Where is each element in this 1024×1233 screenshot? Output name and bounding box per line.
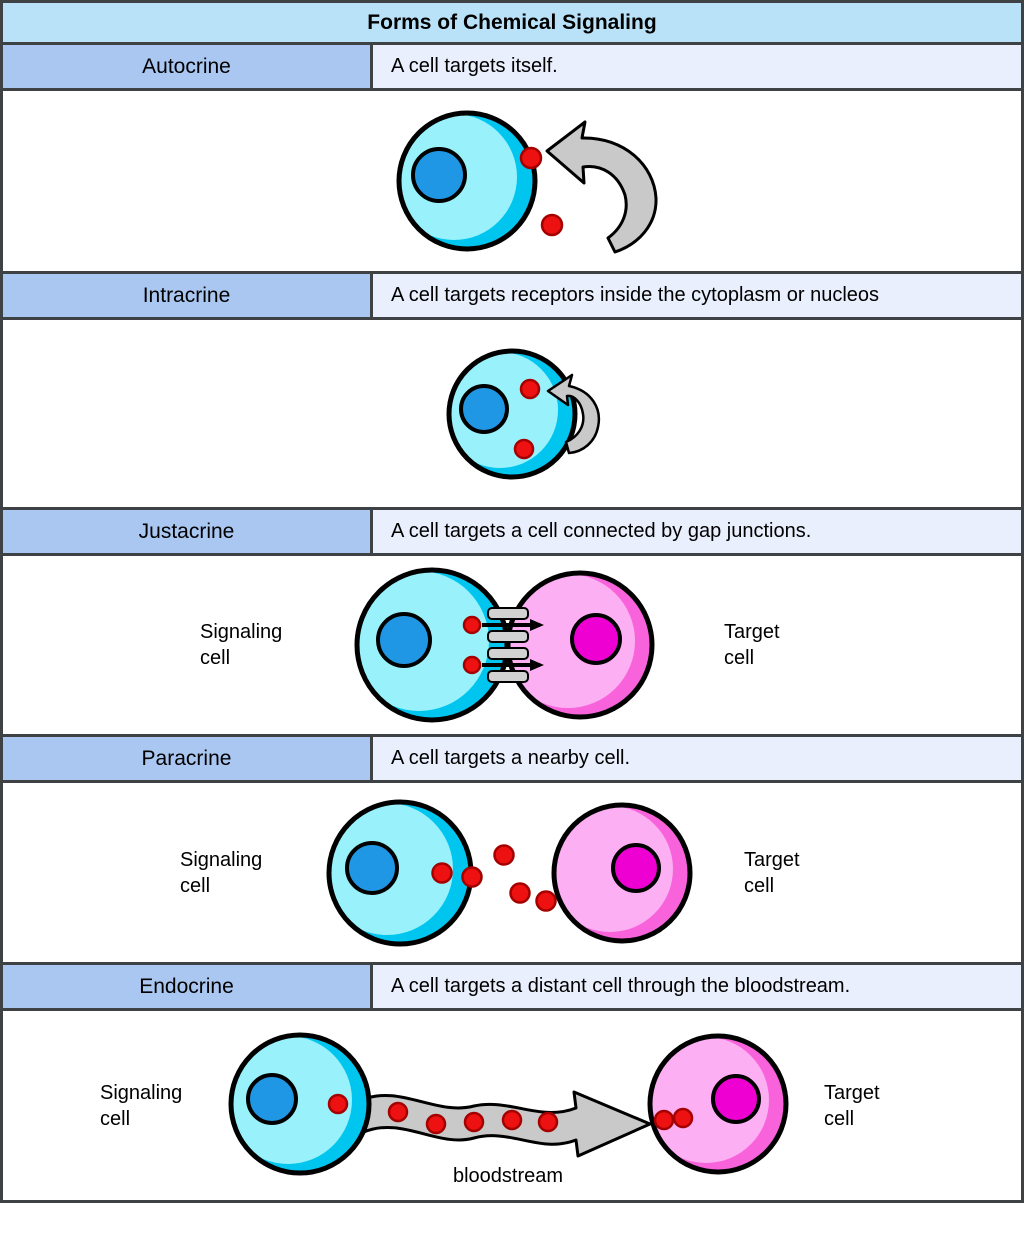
nucleus bbox=[411, 147, 467, 203]
target-cell-label: Target cell bbox=[744, 848, 800, 897]
cell-outline bbox=[647, 1033, 789, 1174]
term-intracrine: Intracrine bbox=[3, 274, 373, 317]
nucleus bbox=[711, 1073, 761, 1124]
target-cell-label: Target cell bbox=[724, 621, 780, 669]
description-intracrine: A cell targets receptors inside the cyto… bbox=[373, 274, 1021, 317]
endocrine-diagram: bloodstream bbox=[228, 1032, 789, 1187]
cell-outline bbox=[551, 802, 693, 943]
signaling-cell bbox=[446, 348, 578, 479]
cell-outline bbox=[228, 1032, 372, 1175]
ligand-dot bbox=[537, 1111, 559, 1132]
gap-junction-channel bbox=[487, 607, 529, 620]
term-endocrine: Endocrine bbox=[3, 965, 373, 1008]
gap-junction-channel bbox=[487, 670, 529, 683]
signaling-cell bbox=[354, 567, 510, 723]
illustration-intracrine bbox=[3, 320, 1021, 510]
cell-cytoplasm bbox=[650, 1036, 769, 1163]
illustration-autocrine bbox=[3, 91, 1021, 274]
table-title-text: Forms of Chemical Signaling bbox=[367, 10, 657, 34]
description-autocrine: A cell targets itself. bbox=[373, 45, 1021, 88]
cell-cytoplasm bbox=[508, 574, 635, 708]
ligand-dot bbox=[462, 615, 482, 635]
intracrine-arrow-icon bbox=[546, 373, 601, 454]
ligand-dot bbox=[462, 655, 482, 675]
autocrine-diagram bbox=[396, 110, 658, 254]
target-cell bbox=[505, 570, 655, 720]
ligand-dot bbox=[509, 881, 531, 904]
description-justacrine: A cell targets a cell connected by gap j… bbox=[373, 510, 1021, 553]
cell-outline bbox=[446, 348, 578, 479]
nucleus bbox=[246, 1072, 298, 1125]
justacrine-diagram bbox=[354, 567, 655, 723]
ligand-dot bbox=[327, 1093, 349, 1114]
paracrine-diagram bbox=[326, 799, 693, 946]
signaling-cell-label: Signaling cell bbox=[100, 1081, 183, 1130]
gap-junction-channel bbox=[487, 630, 529, 643]
gap-junction-channel bbox=[487, 647, 529, 660]
ligand-dot bbox=[425, 1113, 447, 1134]
nucleus bbox=[611, 842, 661, 893]
nucleus bbox=[459, 383, 509, 434]
illustration-justacrine: Signaling cell bbox=[3, 556, 1021, 737]
nucleus bbox=[570, 613, 622, 665]
row-header-autocrine: Autocrine A cell targets itself. bbox=[3, 45, 1021, 91]
ligand-dot bbox=[501, 1109, 523, 1130]
gap-junction bbox=[487, 607, 529, 683]
ligand-dot bbox=[387, 1101, 409, 1122]
ligand-dot bbox=[535, 889, 557, 912]
table-title: Forms of Chemical Signaling bbox=[3, 3, 1021, 45]
description-paracrine: A cell targets a nearby cell. bbox=[373, 737, 1021, 780]
intracrine-diagram bbox=[446, 348, 601, 479]
signaling-cell bbox=[396, 110, 538, 252]
signaling-table: Forms of Chemical Signaling Autocrine A … bbox=[0, 0, 1024, 1203]
term-autocrine: Autocrine bbox=[3, 45, 373, 88]
cell-outline bbox=[505, 570, 655, 720]
signaling-cell bbox=[228, 1032, 372, 1175]
target-cell bbox=[647, 1033, 789, 1174]
cell-cytoplasm bbox=[554, 805, 673, 932]
row-header-intracrine: Intracrine A cell targets receptors insi… bbox=[3, 274, 1021, 320]
target-cell-label: Target cell bbox=[824, 1081, 880, 1130]
ligand-dot bbox=[493, 843, 515, 866]
row-header-endocrine: Endocrine A cell targets a distant cell … bbox=[3, 965, 1021, 1011]
ligand-dot bbox=[519, 146, 543, 170]
ligand-dot bbox=[463, 1111, 485, 1132]
cell-outline bbox=[396, 110, 538, 252]
ligand-dot bbox=[540, 213, 564, 237]
signaling-cell-label: Signaling cell bbox=[200, 621, 283, 669]
row-header-justacrine: Justacrine A cell targets a cell connect… bbox=[3, 510, 1021, 556]
illustration-endocrine: Signaling cell bbox=[3, 1011, 1021, 1200]
autocrine-return-arrow-icon bbox=[545, 120, 658, 254]
description-endocrine: A cell targets a distant cell through th… bbox=[373, 965, 1021, 1008]
signaling-cell-label: Signaling cell bbox=[180, 848, 263, 897]
ligand-dot bbox=[431, 861, 453, 884]
nucleus bbox=[376, 612, 432, 668]
ligand-dot bbox=[519, 378, 541, 399]
row-header-paracrine: Paracrine A cell targets a nearby cell. bbox=[3, 737, 1021, 783]
term-paracrine: Paracrine bbox=[3, 737, 373, 780]
target-cell bbox=[551, 802, 693, 943]
ligand-dot bbox=[672, 1107, 694, 1128]
illustration-paracrine: Signaling cell Targ bbox=[3, 783, 1021, 965]
nucleus bbox=[345, 840, 399, 895]
ligand-dot bbox=[461, 865, 483, 888]
ligand-dot bbox=[653, 1109, 675, 1130]
ligand-dot bbox=[513, 438, 535, 459]
bloodstream-label: bloodstream bbox=[453, 1165, 563, 1187]
signaling-cell bbox=[326, 799, 474, 946]
term-justacrine: Justacrine bbox=[3, 510, 373, 553]
